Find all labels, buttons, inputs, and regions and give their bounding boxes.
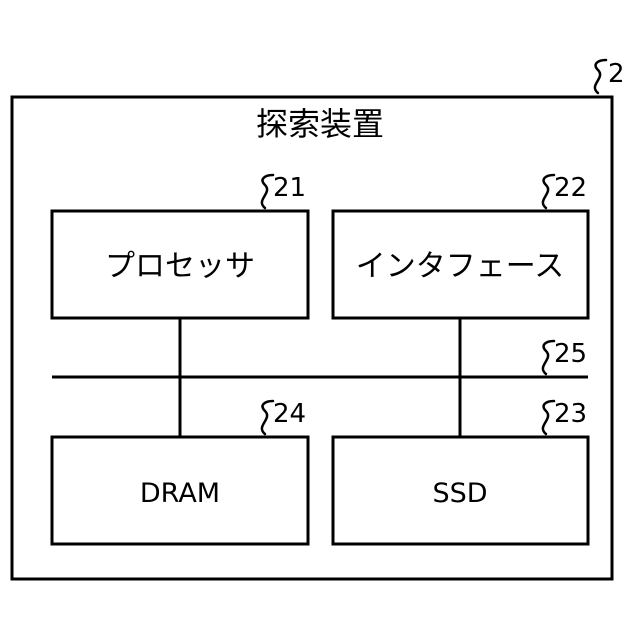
interface-ref-number: 22 <box>554 173 587 203</box>
processor-label: プロセッサ <box>105 249 255 284</box>
device-ref-leader <box>595 60 606 93</box>
dram-ref-number: 24 <box>273 399 306 429</box>
device-ref-number: 2 <box>608 59 625 89</box>
interface-label: インタフェース <box>356 249 565 284</box>
bus-ref-number: 25 <box>554 339 587 369</box>
dram-label: DRAM <box>140 478 220 509</box>
device-title: 探索装置 <box>256 105 384 143</box>
processor-ref-number: 21 <box>273 173 306 203</box>
ssd-ref-number: 23 <box>554 399 587 429</box>
ssd-label: SSD <box>432 478 487 509</box>
